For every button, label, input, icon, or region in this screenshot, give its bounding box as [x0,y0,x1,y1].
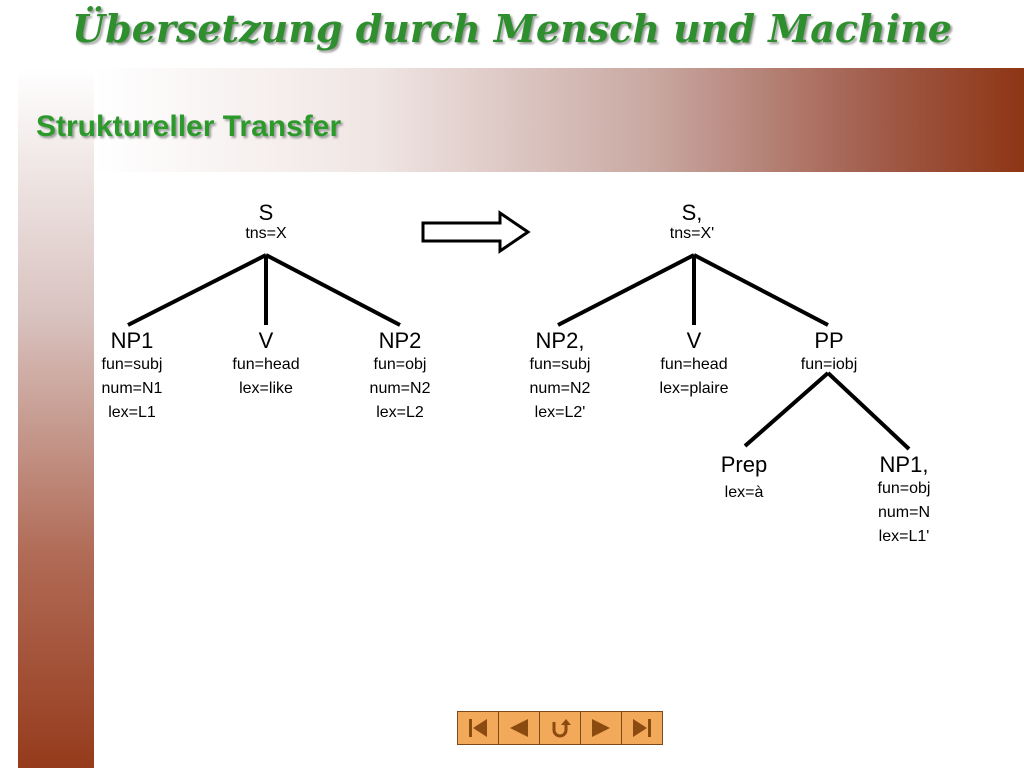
node-feature: lex=like [239,380,293,397]
node-label: NP2 [378,328,422,353]
node-label: S, [681,200,703,225]
target-prep-node: Prep lex=à [721,452,767,505]
node-feature: num=N1 [101,380,163,397]
return-icon [552,719,571,738]
node-feature: lex=à [724,484,764,501]
next-icon [592,719,610,737]
node-feature: fun=obj [373,356,427,373]
slide-subtitle: Struktureller Transfer [36,110,342,143]
node-label: NP1, [879,452,929,477]
previous-slide-button[interactable] [499,712,540,744]
node-feature: fun=head [232,356,300,373]
node-feature: lex=L1 [108,404,156,421]
node-label: V [686,328,702,353]
edge-s-np2 [265,253,401,327]
node-feature: lex=L2' [534,404,586,421]
node-label: NP2, [535,328,585,353]
node-feature: fun=obj [877,480,931,497]
node-label: V [258,328,274,353]
source-v-node: V fun=head lex=like [232,328,299,401]
node-feature: tns=X [245,225,287,242]
edge-s2-pp [693,253,829,327]
node-feature: num=N2 [369,380,431,397]
next-slide-button[interactable] [581,712,622,744]
node-feature: tns=X' [669,225,715,242]
edge-pp-prep [743,371,830,448]
first-icon [469,719,487,737]
source-np1-node: NP1 fun=subj num=N1 lex=L1 [102,328,163,425]
node-feature: num=N2 [529,380,591,397]
last-slide-button[interactable] [622,712,662,744]
previous-icon [510,719,528,737]
node-label: S [258,200,274,225]
node-feature: fun=head [660,356,728,373]
target-pp-node: PP fun=iobj [801,328,858,377]
target-root-node: S, tns=X' [670,200,714,246]
source-np2-node: NP2 fun=obj num=N2 lex=L2 [370,328,431,425]
target-np1-node: NP1, fun=obj num=N lex=L1' [878,452,931,549]
edge-s-np1 [127,253,267,327]
node-feature: lex=L2 [376,404,424,421]
slide-title: Übersetzung durch Mensch und Machine [72,6,952,51]
node-feature: num=N [877,504,931,521]
node-label: PP [814,328,844,353]
header-band [94,68,1024,172]
first-slide-button[interactable] [458,712,499,744]
edge-s2-np2 [557,253,695,327]
target-v-node: V fun=head lex=plaire [660,328,729,401]
node-feature: lex=plaire [659,380,729,397]
node-feature: fun=subj [101,356,163,373]
node-feature: fun=subj [529,356,591,373]
node-feature: fun=iobj [800,356,858,373]
source-root-node: S tns=X [245,200,286,246]
slide-navigation [457,711,663,745]
last-icon [633,719,651,737]
node-label: NP1 [110,328,154,353]
return-button[interactable] [540,712,581,744]
edge-pp-np1 [826,371,911,451]
transfer-arrow [421,210,531,254]
node-feature: lex=L1' [878,528,930,545]
left-decor-bar [18,68,94,768]
target-np2-node: NP2, fun=subj num=N2 lex=L2' [530,328,591,425]
node-label: Prep [720,452,768,477]
